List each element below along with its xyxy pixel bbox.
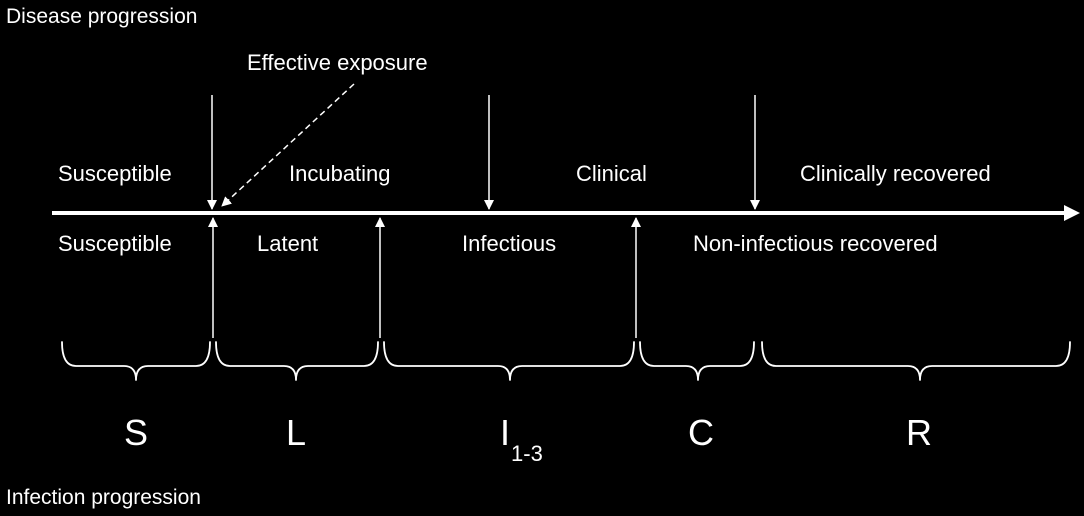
timeline-axis: [52, 205, 1080, 221]
compartment-c: C: [688, 412, 714, 453]
infection-state-susceptible: Susceptible: [58, 231, 172, 256]
brace-c: [639, 341, 755, 381]
disease-progression-label: Disease progression: [6, 5, 198, 28]
compartment-i-subscript: 1-3: [511, 441, 543, 466]
compartment-i-letter: I: [500, 412, 511, 453]
compartment-r: R: [906, 412, 932, 453]
compartment-i: I1-3: [500, 412, 543, 465]
brace-s: [61, 341, 211, 381]
disease-state-susceptible: Susceptible: [58, 161, 172, 186]
compartment-s: S: [124, 412, 149, 453]
infection-state-latent: Latent: [257, 231, 319, 256]
infection-state-infectious: Infectious: [462, 231, 557, 256]
compartment-l: L: [286, 412, 307, 453]
brace-l: [215, 341, 379, 381]
disease-state-clinically-recovered: Clinically recovered: [800, 161, 991, 186]
exposure-dashed-arrow: [221, 83, 355, 207]
brace-i: [383, 341, 635, 381]
brace-r: [761, 341, 1071, 381]
infection-state-non-infectious-recovered: Non-infectious recovered: [693, 231, 938, 256]
infection-progression-label: Infection progression: [6, 486, 201, 509]
disease-state-incubating: Incubating: [289, 161, 391, 186]
disease-state-clinical: Clinical: [576, 161, 647, 186]
effective-exposure-label: Effective exposure: [247, 50, 428, 75]
